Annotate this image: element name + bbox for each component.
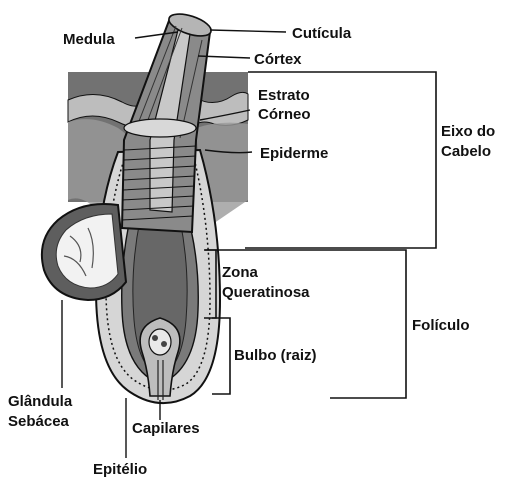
label-glandula-sebacea-line1: Glândula bbox=[8, 393, 73, 410]
label-cortex: Córtex bbox=[254, 51, 302, 68]
label-capilares: Capilares bbox=[132, 420, 200, 437]
label-cuticula: Cutícula bbox=[292, 25, 352, 42]
label-epiderme: Epiderme bbox=[260, 145, 328, 162]
sebaceous-gland bbox=[42, 204, 126, 300]
label-estrato-corneo-line1: Estrato bbox=[258, 87, 310, 104]
label-zona-queratinosa-line2: Queratinosa bbox=[222, 284, 310, 301]
label-epitelio: Epitélio bbox=[93, 461, 147, 478]
label-zona-queratinosa-line1: Zona bbox=[222, 264, 258, 281]
label-medula: Medula bbox=[63, 31, 115, 48]
label-estrato-corneo-line2: Córneo bbox=[258, 106, 311, 123]
label-eixo-do-cabelo-line2: Cabelo bbox=[441, 143, 491, 160]
label-glandula-sebacea-line2: Sebácea bbox=[8, 413, 70, 430]
label-bulbo-raiz: Bulbo (raiz) bbox=[234, 347, 317, 364]
label-foliculo: Folículo bbox=[412, 317, 470, 334]
label-eixo-do-cabelo-line1: Eixo do bbox=[441, 123, 495, 140]
